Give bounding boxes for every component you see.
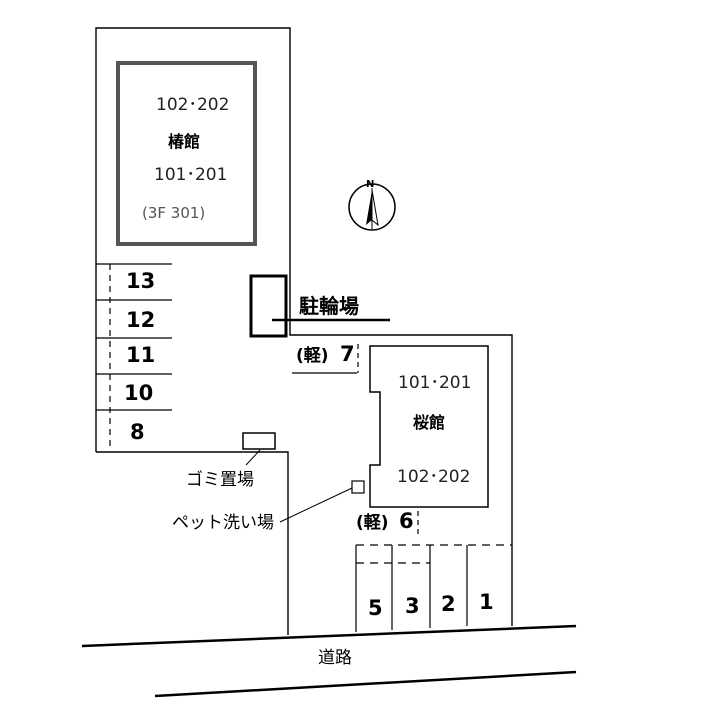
parking-kei-6-prefix: (軽) [356, 513, 389, 533]
garbage-box [242, 432, 276, 450]
parking-kei-7-number: 7 [340, 342, 355, 366]
bicycle-parking-label: 駐輪場 [299, 294, 359, 318]
sakura-units-upper: 101･201 [398, 373, 472, 393]
bicycle-parking-box [249, 274, 288, 338]
parking-space-8: 8 [130, 420, 145, 444]
site-boundary [95, 27, 513, 626]
site-boundary-lower [96, 451, 289, 635]
road-edge-upper [81, 624, 577, 648]
sakura-name: 桜館 [413, 413, 446, 432]
parking-space-13: 13 [126, 269, 156, 293]
tsubaki-units-lower: 101･201 [154, 165, 228, 185]
road-edge-lower [154, 670, 577, 698]
parking-space-10: 10 [124, 381, 154, 405]
parking-space-12: 12 [126, 308, 156, 332]
parking-space-5: 5 [368, 596, 383, 620]
tsubaki-units-upper: 102･202 [156, 95, 230, 115]
sakura-units-lower: 102･202 [397, 467, 471, 487]
sakura-building [369, 345, 489, 508]
north-arrow-icon [348, 183, 396, 231]
parking-space-11: 11 [126, 343, 156, 367]
pet-wash-label: ペット洗い場 [172, 513, 274, 533]
road-label: 道路 [318, 648, 352, 668]
garbage-label: ゴミ置場 [186, 470, 254, 490]
parking-space-3: 3 [405, 594, 420, 618]
parking-kei-6-number: 6 [399, 509, 414, 533]
north-label: N [366, 179, 375, 190]
tsubaki-building [116, 61, 257, 246]
tsubaki-units-3f: (3F 301) [142, 204, 206, 222]
parking-space-1: 1 [479, 590, 494, 614]
parking-space-2: 2 [441, 592, 456, 616]
tsubaki-name: 椿館 [168, 132, 201, 151]
pet-wash-box [351, 480, 365, 494]
parking-kei-7-prefix: (軽) [296, 346, 329, 366]
